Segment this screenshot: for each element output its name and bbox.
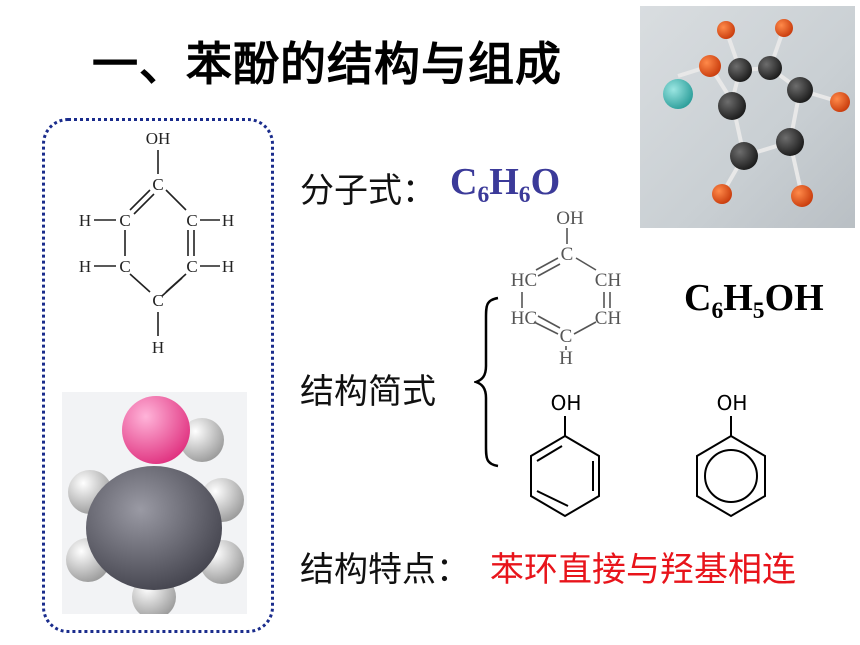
cond-atom-hc-2: HC [511, 308, 537, 329]
formula-c: C [450, 161, 478, 203]
full-structural-formula: OH C H C C H H C C H C H [79, 129, 234, 357]
phenol-a-oh: OH [551, 391, 582, 415]
feature-text: 苯环直接与羟基相连 [490, 550, 796, 590]
cond-atom-c: C [561, 244, 574, 265]
molecular-formula-label: 分子式： [300, 171, 436, 211]
atom-c-ll: C [119, 257, 130, 276]
atom-c-bottom: C [152, 291, 163, 310]
space-filling-model [62, 392, 247, 614]
atom-c-lr: C [186, 257, 197, 276]
atom-c-top: C [152, 175, 163, 194]
atom-c-ur: C [186, 211, 197, 230]
condensed-formula: C6H5OH [684, 276, 824, 325]
phenol-kekule-structure: OH [530, 391, 600, 518]
cond-atom-c-bottom: C [560, 326, 573, 347]
structure-frame [42, 118, 274, 633]
cond-h: H [723, 277, 753, 319]
cond-c: C [684, 277, 712, 319]
cond-atom-ch-1: CH [595, 270, 622, 291]
phenol-circle-structure: OH [696, 391, 766, 518]
slide-title: 一、苯酚的结构与组成 [92, 37, 562, 91]
cond-h-count: 5 [752, 298, 765, 325]
formula-o: O [530, 161, 561, 203]
structure-formula-label: 结构简式 [300, 372, 436, 412]
atom-h-bottom: H [152, 338, 164, 357]
cond-c-count: 6 [711, 298, 724, 325]
phenol-b-oh: OH [717, 391, 748, 415]
atom-h-ur: H [222, 211, 234, 230]
cond-atom-oh: OH [556, 208, 584, 229]
ball-and-stick-model-photo [640, 6, 855, 228]
formula-c-count: 6 [477, 182, 490, 209]
atom-h-ul: H [79, 211, 91, 230]
feature-label: 结构特点： [300, 550, 470, 590]
molecular-formula: C6H6O [450, 160, 560, 209]
atom-c-ul: C [119, 211, 130, 230]
formula-h: H [489, 161, 519, 203]
cond-atom-h-bottom: H [559, 348, 573, 368]
cond-atom-hc-1: HC [511, 270, 537, 291]
condensed-structure-drawing: OH C HC CH HC CH C H [511, 208, 622, 368]
cond-oh: OH [764, 277, 824, 319]
atom-oh: OH [146, 129, 171, 148]
formula-h-count: 6 [518, 182, 531, 209]
atom-h-ll: H [79, 257, 91, 276]
atom-h-lr: H [222, 257, 234, 276]
brace-icon [474, 296, 499, 468]
cond-atom-ch-2: CH [595, 308, 622, 329]
